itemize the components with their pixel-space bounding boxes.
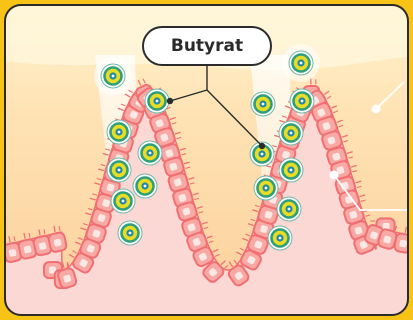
- butyrate-molecule-icon: [277, 197, 301, 221]
- butyrate-molecule-icon: [94, 57, 132, 95]
- butyrate-molecule-icon: [118, 221, 142, 245]
- epithelial-cell-icon: [48, 232, 68, 253]
- epithelial-cell-icon: [394, 233, 413, 254]
- butyrate-molecule-icon: [282, 44, 320, 82]
- butyrate-molecule-icon: [251, 92, 275, 116]
- callout-dot-lower: [330, 171, 339, 180]
- pointer-dot-icon: [167, 98, 173, 104]
- butyrate-molecule-icon: [268, 226, 292, 250]
- butyrate-molecule-icon: [107, 120, 131, 144]
- butyrate-molecule-icon: [111, 189, 135, 213]
- butyrate-molecule-icon: [133, 174, 157, 198]
- butyrate-molecule-icon: [107, 158, 131, 182]
- butyrate-label-text: Butyrat: [171, 36, 243, 56]
- butyrate-molecule-icon: [279, 121, 303, 145]
- butyrate-molecule-icon: [138, 141, 162, 165]
- callout-dot-upper: [372, 105, 381, 114]
- pointer-dot-icon: [259, 143, 265, 149]
- butyrate-molecule-icon: [145, 89, 169, 113]
- butyrate-label: Butyrat: [142, 26, 272, 66]
- butyrate-molecule-icon: [290, 89, 314, 113]
- butyrate-molecule-icon: [254, 176, 278, 200]
- butyrate-molecule-icon: [279, 158, 303, 182]
